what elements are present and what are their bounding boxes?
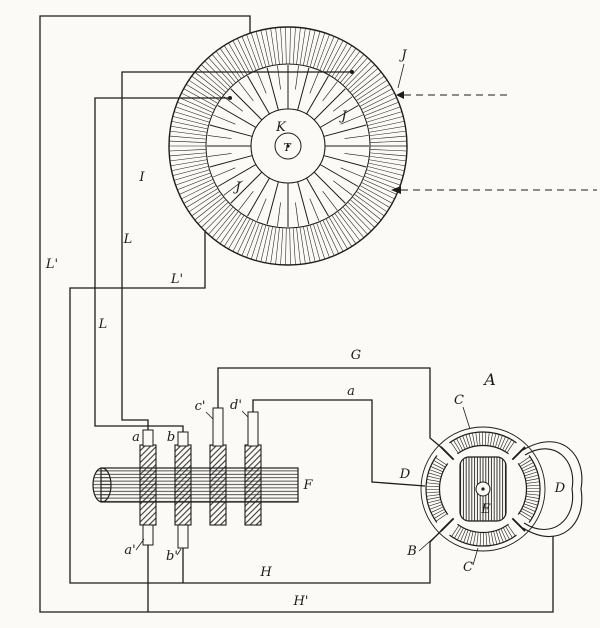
brush-a-prime xyxy=(142,524,154,546)
leader-c-top xyxy=(462,406,471,430)
leader-b-prime xyxy=(176,548,182,556)
label-lead-l-prime-left: L' xyxy=(45,257,58,272)
label-lead-h-prime: H' xyxy=(293,594,309,609)
leader-b xyxy=(418,533,439,552)
stator-iron-hatching xyxy=(169,27,407,265)
label-motor-d-right: D xyxy=(554,481,566,496)
brush-loop-inner xyxy=(523,448,574,530)
brush-a xyxy=(142,429,154,447)
wire-a xyxy=(252,399,426,487)
wire-l-prime-to-motor xyxy=(69,232,443,584)
collar-1 xyxy=(139,444,157,526)
collar-2 xyxy=(174,444,192,526)
label-stator-k: K xyxy=(275,120,287,135)
label-brush-d-prime: d' xyxy=(230,398,242,413)
brush-loop-outer xyxy=(522,441,583,538)
label-motor-a: A xyxy=(482,370,496,389)
leader-a-prime xyxy=(135,538,145,551)
label-lead-a: a xyxy=(347,384,355,399)
wire-l-prime-outer xyxy=(39,15,554,613)
label-stator-i: I xyxy=(138,170,145,185)
motor-generator xyxy=(418,406,583,566)
field-ring xyxy=(425,431,541,547)
leader-c-bottom xyxy=(472,547,479,566)
shaft-center-dot xyxy=(286,144,290,148)
wire-g xyxy=(217,367,443,449)
wire-l-to-brush-a xyxy=(121,71,352,430)
label-motor-d-left: D xyxy=(399,467,411,482)
circuit-wires xyxy=(39,15,554,613)
label-lead-g: G xyxy=(351,348,361,363)
label-brush-a-prime: a' xyxy=(124,543,135,558)
figure-labels: I J J J K T L' L L' L G a H H' a b c' d'… xyxy=(45,48,566,609)
brush-b-prime xyxy=(177,524,189,549)
brush-axis-lines xyxy=(391,63,597,194)
wire-l-to-brush-b xyxy=(94,97,230,432)
label-stator-j-axis: J xyxy=(398,48,407,63)
label-field-c-top: C xyxy=(454,393,464,408)
commutator-assembly xyxy=(92,407,299,556)
label-brush-b-prime: b' xyxy=(166,549,178,564)
collar-4 xyxy=(244,444,262,526)
label-j-leader xyxy=(397,63,405,89)
leader-c-prime xyxy=(205,411,214,420)
label-stator-t: T xyxy=(283,141,292,154)
label-armature-e: E xyxy=(480,502,491,517)
stator-inner-circle xyxy=(205,63,371,229)
shaft xyxy=(100,467,299,503)
label-motor-b: B xyxy=(406,544,417,559)
stator-ring xyxy=(168,26,408,266)
label-shaft-f: F xyxy=(302,478,313,493)
stator-coil-spokes xyxy=(207,65,369,227)
axis-arrow-upper xyxy=(396,91,404,99)
label-stator-j-upper: J xyxy=(338,109,347,124)
label-brush-c-prime: c' xyxy=(195,399,206,414)
label-brush-b: b xyxy=(167,430,175,445)
brush-c-prime xyxy=(212,407,224,447)
label-lead-l-2: L xyxy=(98,317,108,332)
label-field-c-bottom: C xyxy=(463,560,473,575)
axis-arrow-lower xyxy=(391,186,401,194)
brush-b xyxy=(177,431,189,447)
brush-d-prime xyxy=(247,411,259,447)
label-brush-a: a xyxy=(132,430,140,445)
label-lead-h: H xyxy=(259,565,272,580)
stator-outer-circle xyxy=(168,26,408,266)
label-lead-l-prime-mid: L' xyxy=(170,272,183,287)
collar-3 xyxy=(209,444,227,526)
label-stator-j-lower: J xyxy=(232,180,241,195)
hub-circle xyxy=(250,108,326,184)
leader-d-prime xyxy=(241,410,249,418)
armature-center-dot xyxy=(481,487,485,491)
motor-frame-circle xyxy=(420,426,546,552)
label-lead-l-1: L xyxy=(123,232,133,247)
